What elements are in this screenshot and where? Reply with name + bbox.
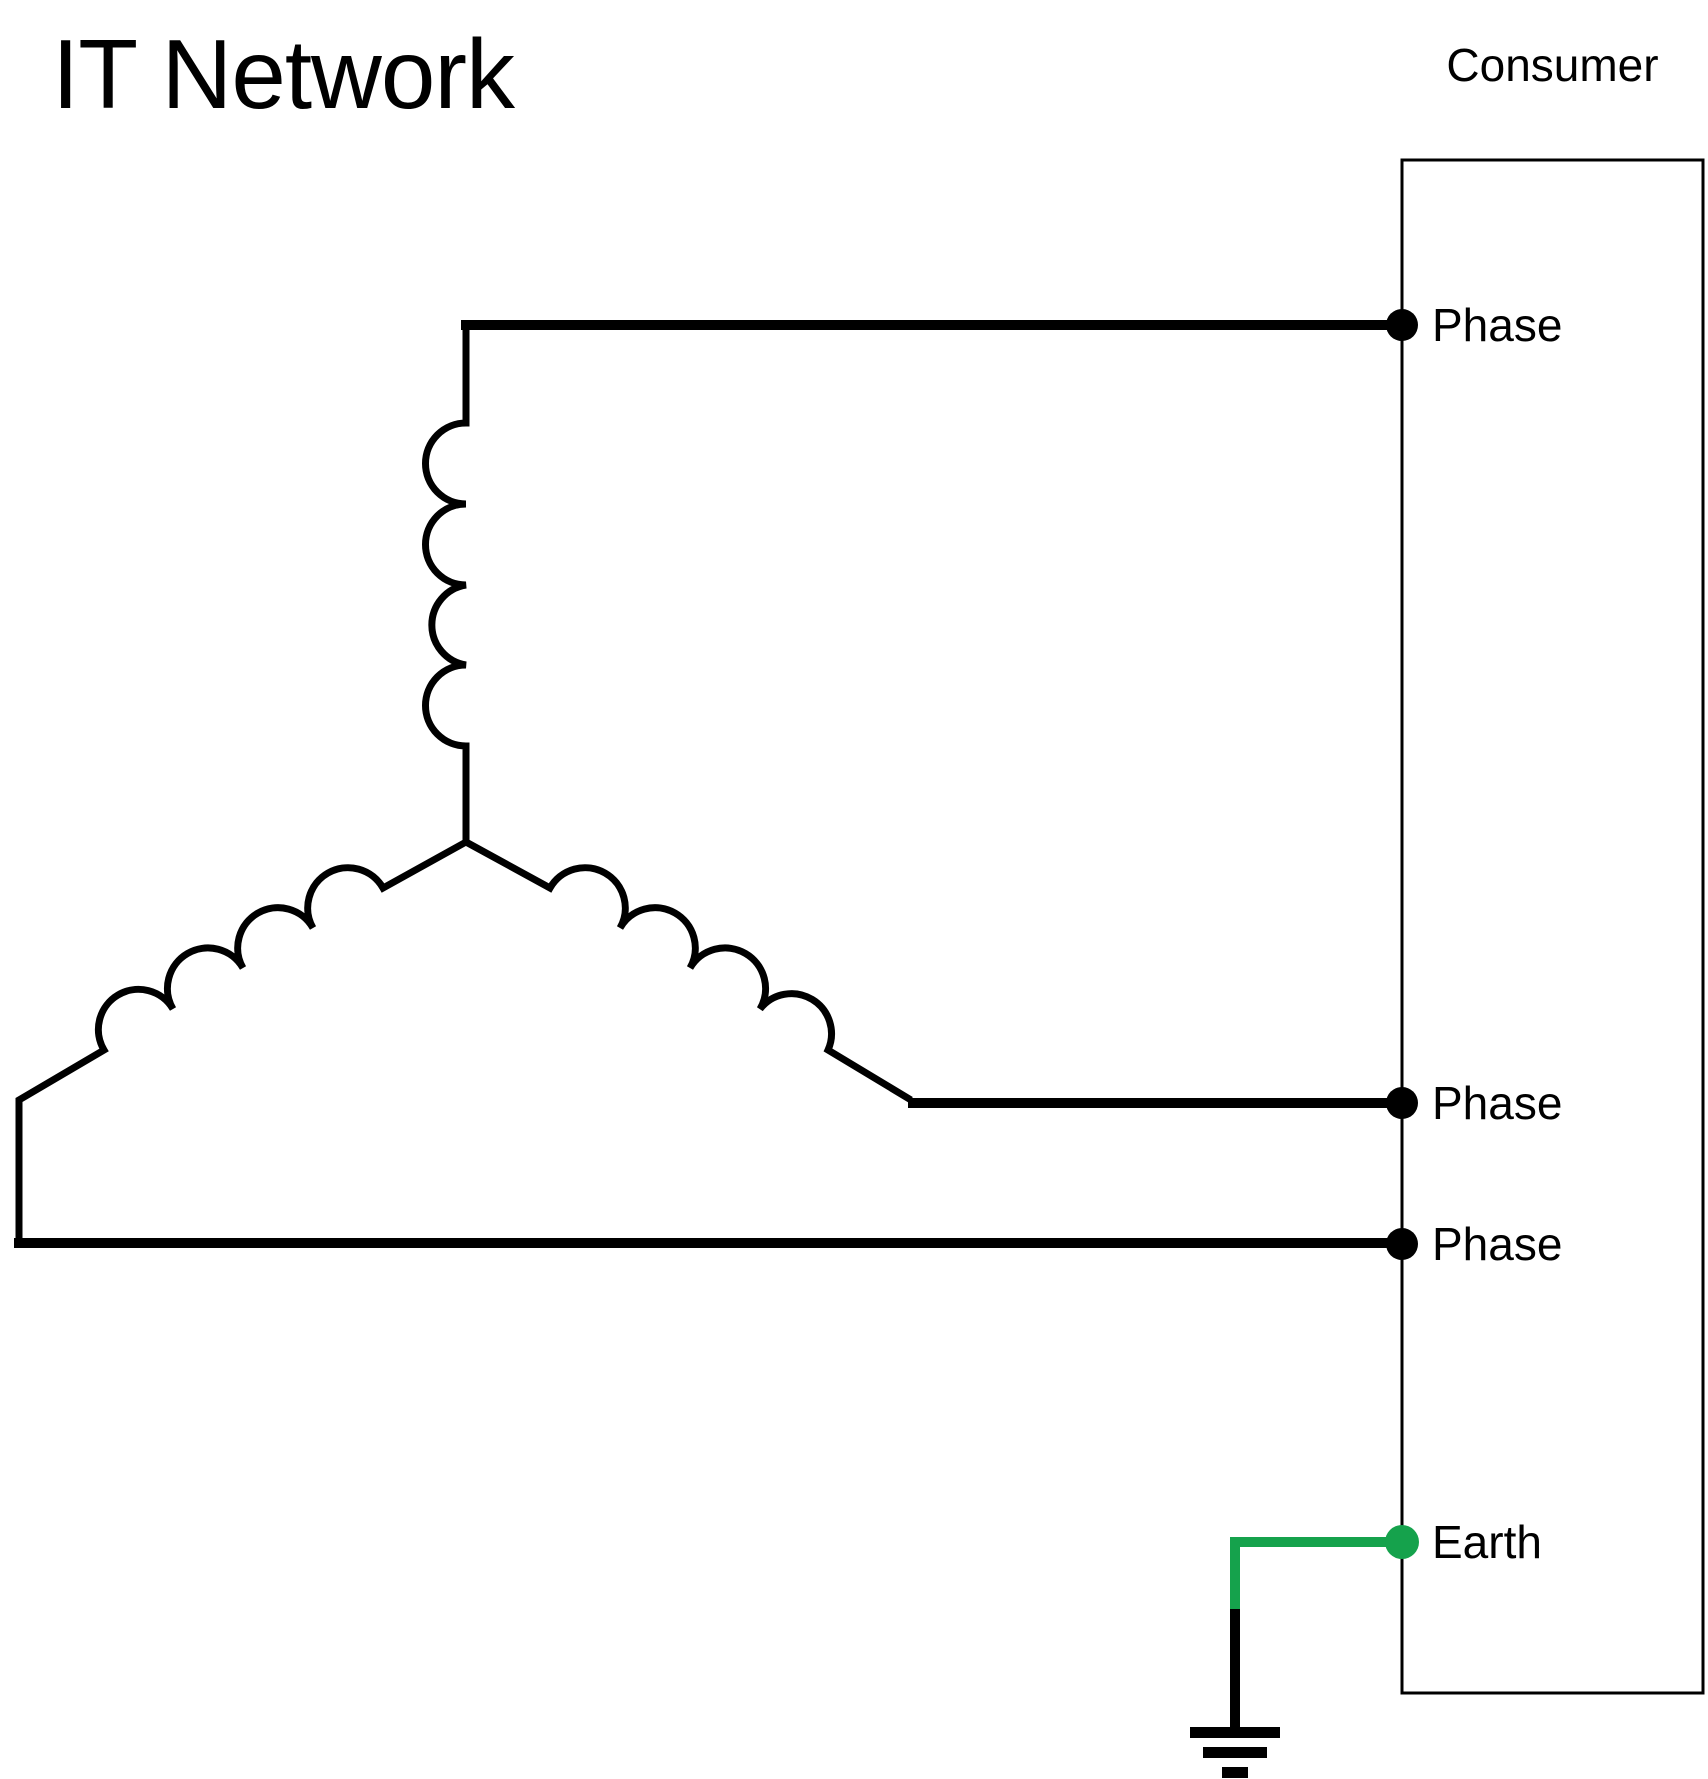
consumer-box — [1400, 158, 1705, 1695]
consumer-box-label: Consumer — [1446, 39, 1659, 91]
page-title: IT Network — [52, 19, 515, 129]
winding-coil-left — [15, 838, 468, 1243]
wye-winding-icon — [15, 325, 913, 1243]
ground-bar-1 — [1190, 1727, 1280, 1738]
earth-ground-icon — [1190, 1727, 1280, 1778]
ground-bar-2 — [1203, 1747, 1267, 1758]
phase-2-terminal-dot — [1386, 1087, 1418, 1119]
terminal-label-phase-3: Phase — [1432, 1218, 1563, 1270]
winding-coil-top — [422, 325, 470, 842]
phase-1-terminal-dot — [1386, 309, 1418, 341]
earth-wire — [1230, 1537, 1402, 1613]
earth-terminal-dot — [1385, 1525, 1419, 1559]
winding-coil-right — [464, 838, 913, 1103]
phase-3-terminal-dot — [1386, 1228, 1418, 1260]
ground-bar-3 — [1222, 1767, 1248, 1778]
terminal-label-earth: Earth — [1432, 1516, 1542, 1568]
terminal-label-phase-2: Phase — [1432, 1077, 1563, 1129]
terminal-label-phase-1: Phase — [1432, 299, 1563, 351]
